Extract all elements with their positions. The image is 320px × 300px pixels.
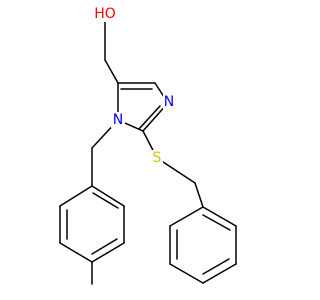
bond-tol-1 — [91, 185, 125, 207]
bond-ph-3 — [202, 263, 237, 284]
imine-nitrogen-label: N — [164, 94, 174, 110]
bond-ph-inner-1 — [202, 214, 231, 231]
atom-mask-n-imine — [163, 94, 175, 110]
bond-s-ch2 — [156, 157, 196, 184]
bond-tol-4 — [59, 242, 93, 263]
bond-tol-inner-1 — [92, 192, 119, 209]
bond-ch2-c5 — [104, 59, 119, 84]
hydroxyl-label: HO — [94, 6, 116, 22]
bond-ch2-phenyl — [194, 182, 204, 208]
bond-tol-3 — [91, 242, 125, 263]
bond-tol-6 — [59, 185, 93, 207]
bond-ph-6 — [169, 206, 204, 227]
bond-n3-c2-double — [138, 105, 161, 130]
sulfur-label: S — [153, 150, 162, 166]
atom-mask-n-ring — [111, 112, 125, 128]
bond-ph-inner-2 — [202, 258, 230, 275]
bond-tol-inner-2 — [91, 238, 118, 255]
atom-mask-oh — [94, 6, 118, 22]
atom-mask-sulfur — [151, 150, 163, 166]
bond-ph-1 — [202, 206, 237, 227]
ring-nitrogen-label: N — [113, 112, 123, 128]
molecule-diagram: HO N N S — [59, 6, 237, 285]
bond-ph-4 — [169, 263, 204, 284]
